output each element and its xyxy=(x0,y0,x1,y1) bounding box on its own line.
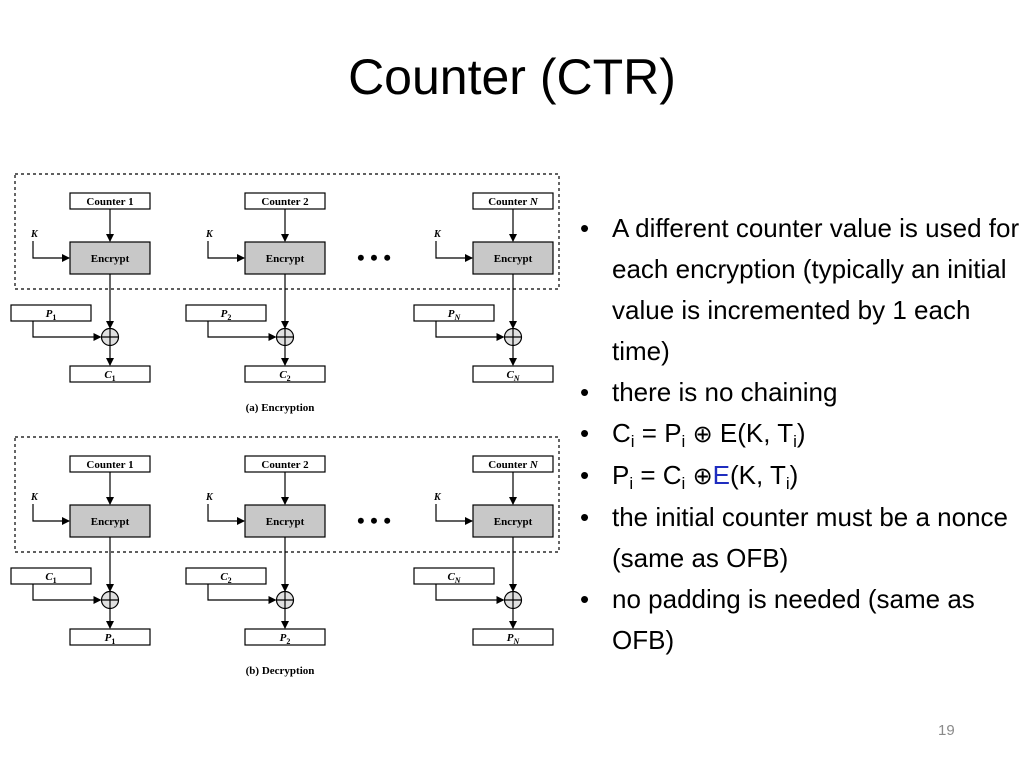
bullet-text-decryption-formula: Pi = Ci ⊕E(K, Ti) xyxy=(612,460,799,493)
output-label: C2 xyxy=(279,369,290,383)
output-box xyxy=(244,628,326,646)
input-label: P2 xyxy=(221,308,232,322)
bullet-item: • Pi = Ci ⊕E(K, Ti) xyxy=(580,455,1020,497)
bullet-text: no padding is needed (same as OFB) xyxy=(612,584,975,655)
counter-label: Counter 2 xyxy=(261,196,309,208)
output-box xyxy=(244,365,326,383)
slide-title: Counter (CTR) xyxy=(348,49,676,105)
dashed-frame xyxy=(14,173,560,290)
xor-icon: ⊕ xyxy=(692,421,713,448)
key-arrow xyxy=(435,504,473,525)
input-label: C1 xyxy=(45,571,56,585)
input-box xyxy=(185,567,267,585)
counter-label: Counter 1 xyxy=(86,196,133,208)
counter-label: Counter N xyxy=(488,196,539,208)
counter-label: Counter 2 xyxy=(261,459,309,471)
encrypt-label: Encrypt xyxy=(266,253,305,265)
bullet-dot: • xyxy=(580,460,590,490)
input-label: PN xyxy=(448,308,462,322)
encrypt-label: Encrypt xyxy=(266,516,305,528)
encrypt-label: Encrypt xyxy=(91,253,130,265)
output-box xyxy=(472,365,554,383)
bullet-item: • A different counter value is used for e… xyxy=(580,208,1020,372)
key-arrow xyxy=(32,241,70,262)
output-box xyxy=(69,628,151,646)
counter-label: Counter 1 xyxy=(86,459,133,471)
key-label: K xyxy=(205,492,214,503)
input-arrow xyxy=(435,321,505,341)
output-label: P2 xyxy=(280,632,291,646)
encrypt-label: Encrypt xyxy=(91,516,130,528)
key-label: K xyxy=(205,229,214,240)
page-number: 19 xyxy=(938,722,955,739)
key-label: K xyxy=(30,492,39,503)
encrypt-box xyxy=(69,504,151,538)
input-box xyxy=(185,304,267,322)
encrypt-label: Encrypt xyxy=(494,253,533,265)
input-label: P1 xyxy=(46,308,57,322)
output-box xyxy=(472,628,554,646)
ellipsis: • • • xyxy=(357,245,391,270)
ellipsis: • • • xyxy=(357,508,391,533)
input-arrow xyxy=(32,584,102,604)
key-label: K xyxy=(433,492,442,503)
bullet-dot: • xyxy=(580,213,590,243)
bullet-item: • the initial counter must be a nonce (sa… xyxy=(580,497,1020,579)
encrypt-box xyxy=(472,504,554,538)
bullet-text: there is no chaining xyxy=(612,377,838,407)
panel-caption: (a) Encryption xyxy=(246,402,315,414)
output-label: C1 xyxy=(104,369,115,383)
bullet-dot: • xyxy=(580,377,590,407)
output-box xyxy=(69,365,151,383)
key-label: K xyxy=(433,229,442,240)
output-label: CN xyxy=(506,369,520,383)
input-arrow xyxy=(435,584,505,604)
key-arrow xyxy=(435,241,473,262)
bullet-dot: • xyxy=(580,418,590,448)
bullet-dot: • xyxy=(580,502,590,532)
bullet-item: • there is no chaining xyxy=(580,372,1020,413)
input-arrow xyxy=(207,584,277,604)
bullet-list: • A different counter value is used for e… xyxy=(580,208,1020,661)
key-arrow xyxy=(32,504,70,525)
encrypt-box xyxy=(244,241,326,275)
output-label: PN xyxy=(507,632,521,646)
bullet-text-encryption-formula: Ci = Pi ⊕ E(K, Ti) xyxy=(612,418,806,451)
output-label: P1 xyxy=(105,632,116,646)
encrypt-box xyxy=(472,241,554,275)
input-arrow xyxy=(207,321,277,341)
bullet-text: the initial counter must be a nonce (sam… xyxy=(612,502,1009,573)
key-label: K xyxy=(30,229,39,240)
key-arrow xyxy=(207,504,245,525)
input-box xyxy=(10,304,92,322)
input-label: C2 xyxy=(220,571,231,585)
panel-caption: (b) Decryption xyxy=(246,665,315,677)
input-box xyxy=(413,567,495,585)
xor-icon: ⊕ xyxy=(692,463,713,490)
bullet-item: • Ci = Pi ⊕ E(K, Ti) xyxy=(580,413,1020,455)
bullet-dot: • xyxy=(580,584,590,614)
counter-label: Counter N xyxy=(488,459,539,471)
bullet-item: • no padding is needed (same as OFB) xyxy=(580,579,1020,661)
bullet-text: A different counter value is used for ea… xyxy=(612,213,1020,366)
encrypt-label: Encrypt xyxy=(494,516,533,528)
key-arrow xyxy=(207,241,245,262)
dashed-frame xyxy=(14,436,560,553)
input-box xyxy=(413,304,495,322)
input-arrow xyxy=(32,321,102,341)
input-label: CN xyxy=(447,571,461,585)
input-box xyxy=(10,567,92,585)
